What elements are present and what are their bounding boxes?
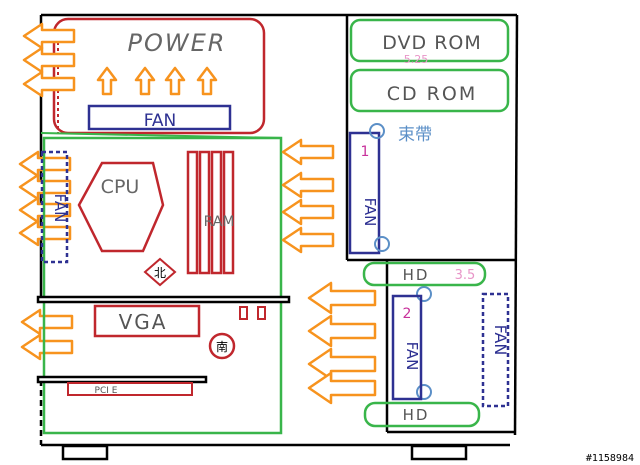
side-fan: FAN — [481, 292, 510, 408]
watermark-label: #1158984 — [586, 453, 634, 464]
vga-label: VGA — [119, 310, 168, 334]
intake-arrow-7 — [307, 347, 377, 381]
north-bridge-chip: 北 — [143, 257, 177, 287]
rear-fan-label: FAN — [51, 194, 69, 223]
intake-arrow-2 — [281, 171, 335, 199]
cpu: CPU — [77, 161, 165, 253]
cable-tie-mark-3 — [416, 286, 432, 302]
ram-slot-2 — [198, 150, 211, 275]
power-fan-label: FAN — [144, 111, 177, 131]
front-fan-1-label: FAN — [361, 198, 379, 227]
intake-arrow-6 — [307, 314, 377, 348]
front-intake-arrows-upper — [281, 138, 335, 254]
cable-tie-mark-2 — [374, 236, 390, 252]
front-fan-2-number: 2 — [403, 306, 412, 322]
case-feet — [61, 444, 468, 461]
exhaust-arrow-3 — [22, 70, 76, 98]
ram-slot-4 — [222, 150, 235, 275]
airflow-up-arrow-4 — [196, 66, 218, 96]
front-fan-1-number: 1 — [361, 144, 370, 160]
front-fan-2-label: FAN — [403, 342, 421, 371]
power-supply-fan: FAN — [87, 104, 232, 131]
hd-bottom-label: HD — [403, 406, 430, 424]
cable-tie-marks — [369, 123, 432, 400]
north-bridge-label: 北 — [154, 266, 166, 280]
front-fan-2: 2 FAN — [391, 294, 423, 401]
cable-tie-mark-4 — [416, 384, 432, 400]
hd-top-label: HD — [403, 266, 430, 284]
ram-slot-1 — [186, 150, 199, 275]
south-bridge-chip: 南 — [208, 332, 236, 360]
front-intake-arrows-lower — [307, 281, 377, 405]
ram-slots — [186, 150, 235, 275]
cd-rom-drive: CD ROM — [349, 68, 510, 113]
south-bridge-label: 南 — [216, 339, 228, 354]
cable-tie-label: 束帶 — [398, 125, 432, 145]
intake-arrow-1 — [281, 138, 335, 166]
power-label: POWER — [128, 29, 227, 57]
vga-connector-2 — [257, 306, 266, 320]
side-fan-label: FAN — [491, 325, 510, 356]
motherboard — [40, 132, 283, 435]
cpu-label: CPU — [101, 176, 140, 198]
exhaust-arrow-8 — [20, 308, 74, 336]
hard-drive-top: HD 3.5 — [362, 261, 487, 287]
drive-bay-size-label: 5.25 — [404, 53, 429, 66]
front-fan-1: 1 FAN — [348, 131, 381, 255]
cd-rom-label: CD ROM — [387, 83, 478, 105]
exhaust-arrow-1 — [22, 22, 76, 50]
dvd-rom-label: DVD ROM — [382, 32, 482, 54]
dvd-rom-drive: DVD ROM 5.25 — [349, 18, 510, 66]
power-airflow-arrows — [96, 66, 218, 96]
expansion-slot-bar-bottom — [36, 375, 208, 384]
hd-bay-size-label: 3.5 — [455, 268, 476, 283]
airflow-up-arrow-1 — [96, 66, 118, 96]
intake-arrow-4 — [281, 226, 335, 254]
ram-label: RAM — [204, 214, 235, 230]
rear-exhaust-fan: FAN — [40, 150, 69, 264]
airflow-up-arrow-2 — [134, 66, 156, 96]
exhaust-arrow-2 — [22, 46, 76, 74]
expansion-slot-bar-top — [36, 295, 291, 304]
airflow-up-arrow-3 — [164, 66, 186, 96]
intake-arrow-8 — [307, 371, 377, 405]
ram-slot-3 — [210, 150, 223, 275]
cable-tie-mark-1 — [369, 123, 385, 139]
intake-arrow-5 — [307, 281, 377, 315]
pcie-card: PCI E — [67, 382, 193, 396]
exhaust-arrow-9 — [20, 333, 74, 361]
hard-drive-bottom: HD — [363, 401, 481, 428]
power-supply: POWER — [52, 17, 266, 135]
vga-card: VGA — [93, 304, 201, 338]
pcie-label: PCI E — [95, 386, 118, 396]
intake-arrow-3 — [281, 198, 335, 226]
vga-connector-1 — [239, 306, 248, 320]
